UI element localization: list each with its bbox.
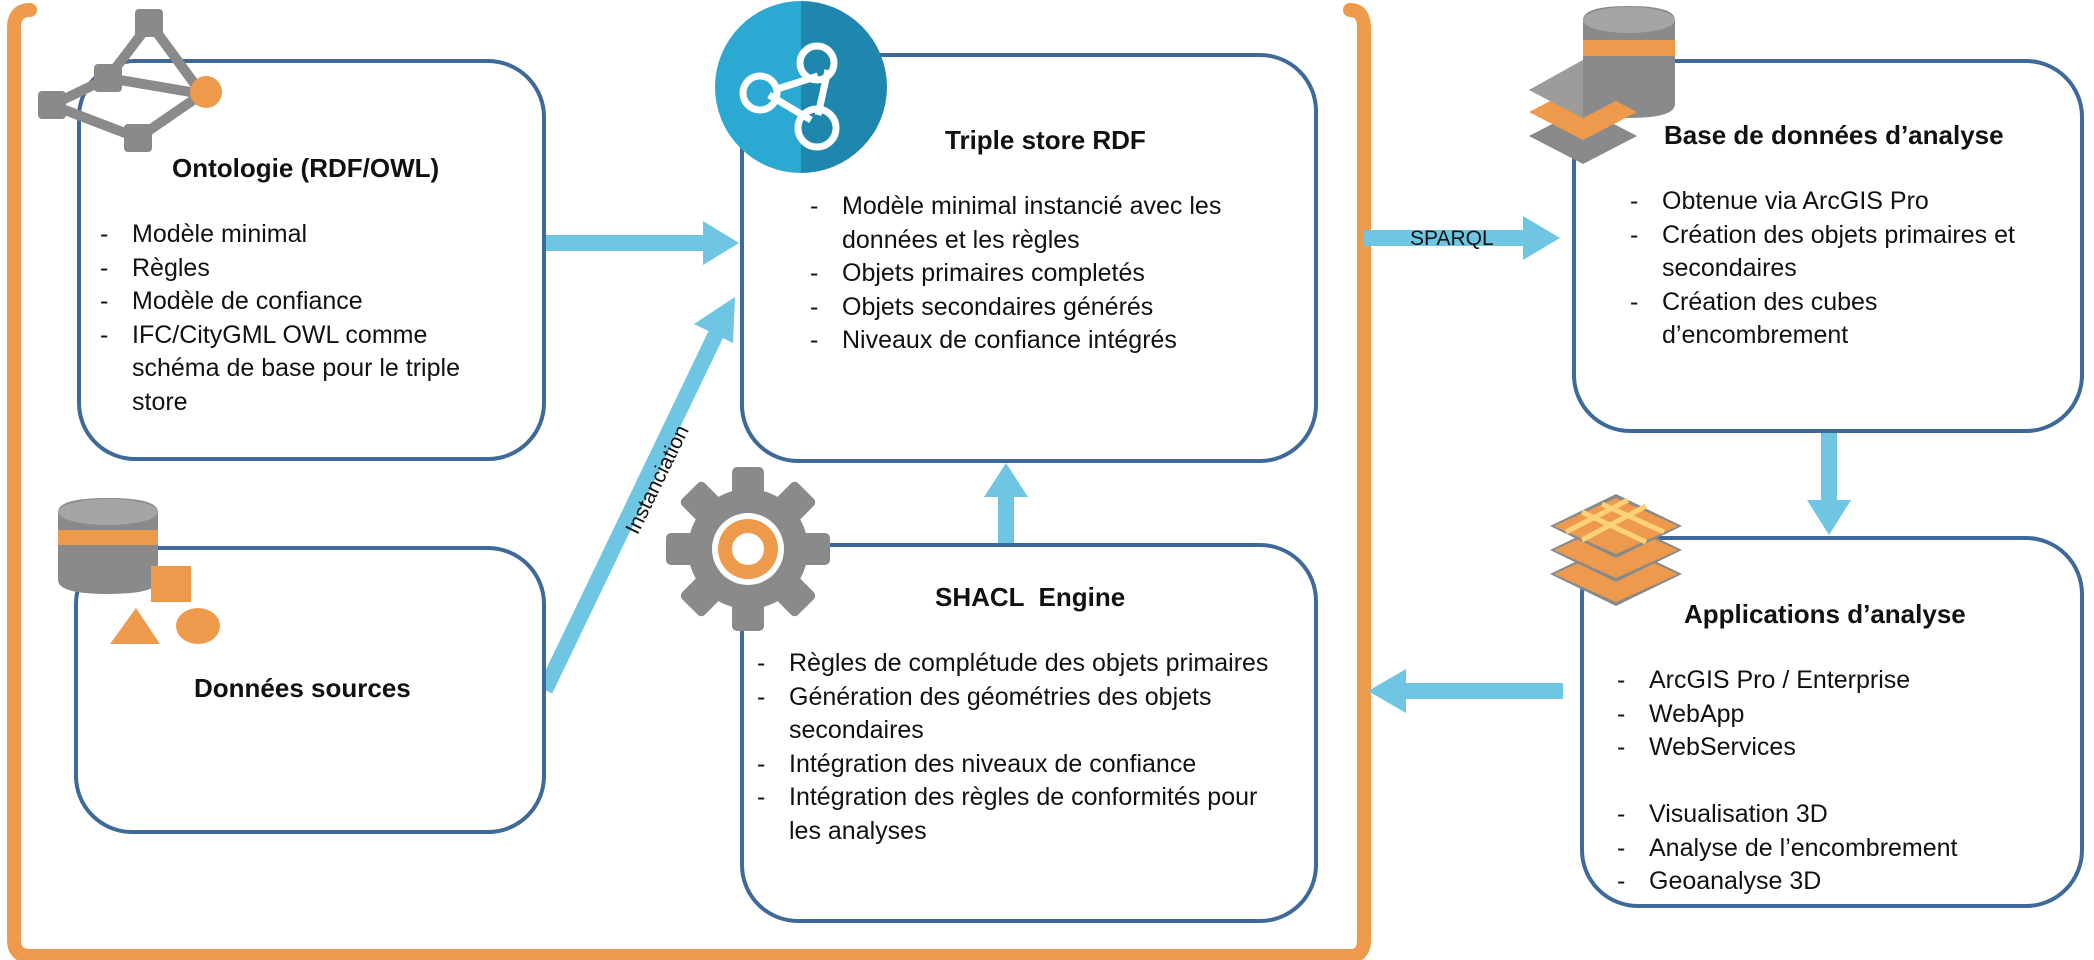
- source-data-icon: [58, 498, 220, 644]
- list-item: Création des objets primaires et seconda…: [1630, 219, 2060, 286]
- list-item: IFC/CityGML OWL comme schéma de base pou…: [100, 319, 520, 420]
- list-item: Intégration des niveaux de confiance: [757, 748, 1277, 782]
- edge-applications-to-platform: [1368, 669, 1563, 713]
- list-item: Règles de complétude des objets primaire…: [757, 647, 1277, 681]
- list-item: Objets secondaires générés: [810, 291, 1285, 325]
- edge-ontologie-to-triplestore: [545, 221, 739, 265]
- list-item: Modèle minimal instancié avec les donnée…: [810, 190, 1285, 257]
- donnees-title: Données sources: [194, 673, 411, 703]
- shacl-items: Règles de complétude des objets primaire…: [757, 647, 1277, 848]
- ontology-graph-icon: [38, 9, 222, 152]
- triplestore-items: Modèle minimal instancié avec les donnée…: [810, 190, 1285, 358]
- triple-store-icon: [715, 1, 887, 173]
- edge-triplestore-to-basedonnees: [1364, 216, 1560, 260]
- ontologie-items: Modèle minimal Règles Modèle de confianc…: [100, 218, 520, 419]
- list-item: Analyse de l’encombrement: [1617, 832, 2057, 866]
- applications-title: Applications d’analyse: [1684, 599, 1966, 629]
- basedonnees-items: Obtenue via ArcGIS Pro Création des obje…: [1630, 185, 2060, 353]
- list-item: Visualisation 3D: [1617, 798, 2057, 832]
- list-item: Intégration des règles de conformités po…: [757, 781, 1277, 848]
- list-item: Modèle de confiance: [100, 285, 520, 319]
- list-item: Geoanalyse 3D: [1617, 865, 2057, 899]
- triplestore-title: Triple store RDF: [945, 125, 1146, 155]
- map-layers-icon: [1550, 494, 1682, 606]
- shacl-title: SHACL Engine: [935, 582, 1126, 612]
- list-item: Niveaux de confiance intégrés: [810, 324, 1285, 358]
- list-item: WebServices: [1617, 731, 2057, 765]
- list-item: Obtenue via ArcGIS Pro: [1630, 185, 2060, 219]
- list-item: ArcGIS Pro / Enterprise: [1617, 664, 2057, 698]
- list-item: Modèle minimal: [100, 218, 520, 252]
- list-item: Règles: [100, 252, 520, 286]
- list-item: Objets primaires completés: [810, 257, 1285, 291]
- ontologie-title: Ontologie (RDF/OWL): [172, 153, 440, 183]
- list-spacer: [1617, 765, 2057, 799]
- applications-items: ArcGIS Pro / Enterprise WebApp WebServic…: [1617, 664, 2057, 899]
- list-item: Génération des géométries des objets sec…: [757, 681, 1277, 748]
- database-layers-icon: [1529, 6, 1675, 164]
- edge-donnees-to-triplestore: [537, 297, 735, 694]
- gear-icon: [666, 467, 830, 631]
- basedonnees-title: Base de données d’analyse: [1664, 120, 2004, 150]
- platform-frame: [7, 3, 1371, 960]
- edge-shacl-to-triplestore: [984, 463, 1028, 545]
- edge-basedonnees-to-applications: [1807, 432, 1851, 535]
- list-item: WebApp: [1617, 698, 2057, 732]
- edge-label-sparql: SPARQL: [1410, 227, 1494, 250]
- list-item: Création des cubes d’encombrement: [1630, 286, 2060, 353]
